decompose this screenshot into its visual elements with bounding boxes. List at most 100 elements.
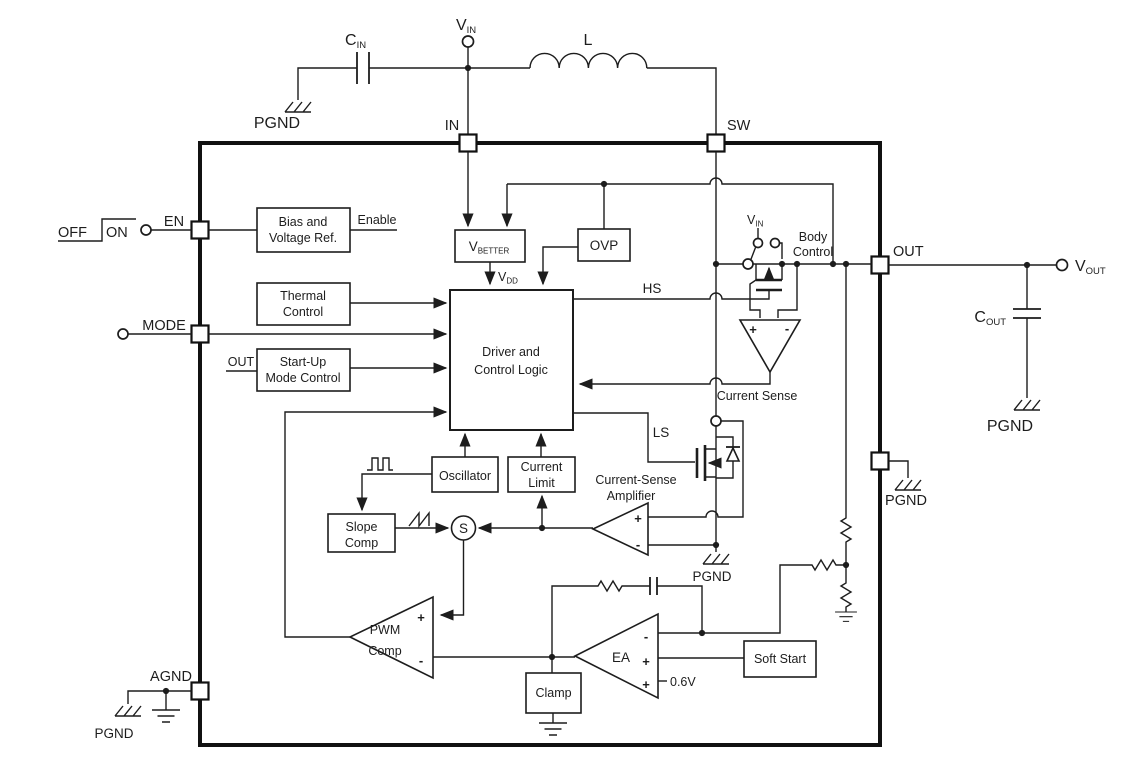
body-comp-minus-wire: [777, 264, 798, 318]
current-limit-label-1: Current: [521, 460, 563, 474]
divider-ground: [834, 611, 858, 622]
mode-input: [117, 328, 448, 340]
pgnd-chassis-agnd: [114, 705, 142, 717]
body-comp-plus-wire: [749, 279, 761, 318]
hs-label: HS: [643, 281, 662, 296]
current-limit-label-2: Limit: [528, 476, 555, 490]
ovp-block: OVP: [537, 180, 631, 286]
pwm-comparator: [348, 595, 434, 680]
body-comp-plus: +: [749, 322, 757, 337]
vref-label: 0.6V: [670, 675, 696, 689]
bias-box: [256, 207, 351, 253]
fb-to-ea-wire: [658, 558, 846, 634]
divider-top-resistor: [839, 264, 853, 565]
compensation-capacitor: [649, 577, 658, 595]
cs-amp-label-2: Amplifier: [607, 489, 656, 503]
ea-plus-1: +: [642, 654, 650, 669]
pin-en: [190, 220, 210, 240]
ea-plus-2: +: [642, 677, 650, 692]
cin-label: CIN: [345, 32, 366, 51]
pin-sw: [706, 133, 726, 153]
switch-contact-vin: [752, 237, 764, 249]
thermal-label-2: Control: [283, 305, 323, 319]
pgnd-label-cout: PGND: [987, 418, 1033, 435]
hs-gate-wire: [573, 291, 770, 300]
pgnd-chassis-pin: [894, 479, 922, 491]
vbetter-supply-row: [507, 177, 834, 264]
driver-label-2: Control Logic: [474, 363, 548, 377]
clamp-ground: [538, 722, 568, 736]
ea-minus: -: [644, 629, 648, 644]
oscillator-label: Oscillator: [439, 469, 491, 483]
vout-terminal: [1055, 258, 1069, 272]
startup-label-2: Mode Control: [265, 371, 340, 385]
pin-pgnd: [870, 451, 890, 471]
thermal-box: [256, 282, 351, 326]
startup-block: Start-Up Mode Control OUT: [226, 348, 448, 392]
pgnd-label-agnd: PGND: [94, 726, 133, 741]
inductor-label: L: [584, 32, 593, 49]
switch-contact-out: [769, 237, 781, 249]
sw-top-wire: [646, 67, 717, 134]
on-label: ON: [106, 225, 128, 241]
output-network: VOUT COUT PGND: [888, 258, 1106, 435]
ovp-label: OVP: [590, 238, 619, 253]
pin-mode-label: MODE: [142, 318, 186, 334]
cs-amp-minus: -: [636, 537, 640, 552]
feedback-divider: [658, 264, 858, 637]
pgnd-chassis-top-left: [284, 101, 312, 113]
switch-pole-terminal: [742, 258, 754, 270]
pwm-plus: +: [417, 610, 425, 625]
osc-to-slope-wire: [356, 473, 432, 512]
control-loop-section: + - PWM Comp - + + EA 0.6V Soft Start Cl…: [284, 406, 817, 736]
pin-out: [870, 255, 890, 275]
startup-label-1: Start-Up: [280, 355, 327, 369]
pin-sw-label: SW: [727, 118, 751, 134]
junction-dot: [829, 260, 837, 268]
agnd-ground: [151, 709, 181, 723]
pin-en-label: EN: [164, 214, 184, 230]
divider-bottom-resistor: [839, 565, 853, 612]
cin-left-wire: [297, 67, 357, 100]
bias-label-2: Voltage Ref.: [269, 231, 337, 245]
slope-comp-label-2: Comp: [345, 536, 378, 550]
body-diode-wires: [716, 436, 734, 479]
off-on-switch-symbol: [58, 218, 136, 242]
cout-capacitor: [1013, 308, 1041, 319]
cs-amp-label-1: Current-Sense: [595, 473, 676, 487]
slope-comp-label-1: Slope: [346, 520, 378, 534]
cin-capacitor: [356, 52, 370, 84]
clamp-label: Clamp: [535, 686, 571, 700]
sense-terminal: [710, 415, 722, 427]
vin-label: VIN: [456, 17, 476, 36]
out-stub-label: OUT: [228, 355, 255, 369]
agnd-wire: [127, 690, 192, 704]
cs-plus-wire: [648, 420, 744, 518]
ic-package: IN SW EN MODE AGND OUT: [142, 118, 924, 747]
ovp-box: [577, 228, 631, 262]
bias-label-1: Bias and: [279, 215, 328, 229]
startup-box: [256, 348, 351, 392]
pwm-to-driver-wire: [284, 406, 448, 638]
current-sense-label: Current Sense: [717, 389, 798, 403]
ls-fet-stubs: [705, 448, 716, 478]
cout-label: COUT: [974, 309, 1006, 328]
switch-out-wire: [779, 242, 783, 259]
current-limit-box: [507, 456, 576, 493]
ea-label: EA: [612, 650, 630, 665]
ls-gate-wire: [573, 412, 695, 463]
vbetter-block: VBETTER VDD: [454, 152, 834, 286]
bias-block: Bias and Voltage Ref. Enable: [256, 207, 397, 253]
slope-comp-box: [327, 513, 396, 553]
body-vin-label: VIN: [747, 213, 764, 229]
switch-arm: [749, 247, 757, 261]
vdd-label: VDD: [498, 270, 518, 286]
pgnd-chassis-cout: [1013, 399, 1041, 411]
pgnd-pin-label: PGND: [885, 493, 927, 509]
cs-amplifier: [591, 501, 649, 557]
input-network: VIN PGND CIN L: [254, 17, 717, 134]
thermal-block: Thermal Control: [256, 282, 448, 326]
body-diode: [725, 446, 741, 462]
high-side-section: HS VIN Body Control + - Current Sense: [573, 152, 872, 416]
